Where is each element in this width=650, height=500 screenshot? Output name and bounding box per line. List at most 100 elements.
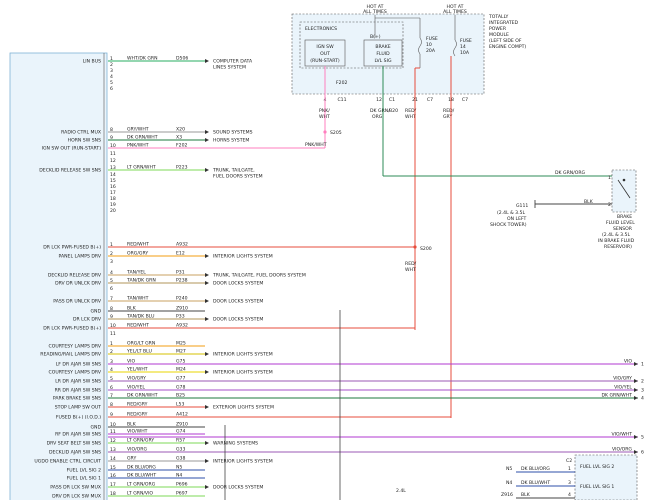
circuit-label: G38 xyxy=(176,456,185,462)
right-wire-arrow xyxy=(634,435,638,439)
tipm-title-line-5: (LEFT SIDE OF xyxy=(489,38,522,44)
dest-arrow xyxy=(205,317,209,321)
pin-label: DR LCK DRV xyxy=(73,317,102,323)
fuel-blk: BLK xyxy=(521,492,531,498)
electronics-label: ELECTRONICS xyxy=(305,26,337,32)
brake-box-line-1: BRAKE xyxy=(375,44,390,50)
fuel-p1: 1 xyxy=(568,466,571,472)
wire-redgry-line-2: GRY xyxy=(443,114,452,120)
hot-right-line-1: HOT AT xyxy=(447,4,464,10)
tipm-title-line-3: POWER xyxy=(489,26,507,32)
wire-color-label: BLK xyxy=(127,422,137,428)
pin-number: 1 xyxy=(110,56,113,62)
redwht-splice-line-1: RED/ xyxy=(405,261,417,267)
wire-color-label: LT GRN/WHT xyxy=(127,165,156,171)
ground-g111: G111 xyxy=(516,203,528,209)
pin-number: 15 xyxy=(110,465,116,471)
wire-color-label: TAN/DK GRN xyxy=(126,278,156,284)
pin-label: DRV DR UNLCK DRV xyxy=(55,281,102,287)
sensor-wire-blk: BLK xyxy=(584,199,594,205)
wire-red-line-1: RED/ xyxy=(405,108,417,114)
f202-label: F202 xyxy=(336,80,347,86)
fuse10-line-1: FUSE xyxy=(426,36,438,42)
splice-s205 xyxy=(323,130,327,134)
pin-label: LF DR AJAR SW SNS xyxy=(56,362,101,368)
sensor-line-2: FLUID LEVEL xyxy=(606,220,635,226)
tipm-title-line-1: TOTALLY xyxy=(488,14,509,20)
circuit-label: G78 xyxy=(176,385,185,391)
tipm-pin-12: 12 xyxy=(376,97,382,103)
right-wire-label: VIO/WHT xyxy=(612,432,633,438)
pin-number: 2 xyxy=(110,251,113,257)
right-wire-arrow xyxy=(634,396,638,400)
fuse14-line-2: 14 xyxy=(460,44,466,50)
brake-sensor-contact xyxy=(622,178,626,182)
pin-label: DRV SEAT BELT SW SNS xyxy=(47,441,101,447)
module-pin-row: 3 xyxy=(110,259,113,265)
brake-sensor-switch xyxy=(617,179,631,199)
tipm-conn-c1: C1 xyxy=(389,97,395,103)
dest-arrow xyxy=(205,441,209,445)
sensor-pin-2: 2 xyxy=(608,202,611,208)
pin-number: 5 xyxy=(110,376,113,382)
pin-number: 9 xyxy=(110,412,113,418)
pin-label: PARK BRAKE SW SNS xyxy=(53,396,101,402)
pin-label: PASS DR LCK SW MUX xyxy=(50,485,101,491)
fuse14-line-3: 10A xyxy=(460,50,470,56)
wire-color-label: GRY xyxy=(127,456,136,462)
pin-label: FUEL LVL SIG 1 xyxy=(67,476,101,482)
circuit-label: D506 xyxy=(176,56,188,62)
circuit-label: G74 xyxy=(176,429,185,435)
circuit-label: M27 xyxy=(176,349,186,355)
right-wire-number: 5 xyxy=(641,435,644,441)
dest-arrow xyxy=(205,59,209,63)
pin-label: DR LCK PWR-FUSED B(+) xyxy=(43,326,101,332)
pin-number: 13 xyxy=(110,447,116,453)
circuit-label: M24 xyxy=(176,367,186,373)
wire-color-label: WHT/DK GRN xyxy=(127,56,158,62)
wire-color-label: YEL/WHT xyxy=(126,367,148,373)
wire-color-label: RED/WHT xyxy=(127,242,149,248)
dest-system-label: INTERIOR LIGHTS SYSTEM xyxy=(213,459,273,465)
circuit-label: G33 xyxy=(176,447,185,453)
pin-label: READING/RAIL LAMPS DRV xyxy=(40,352,102,358)
dest-system-label: WARNING SYSTEMS xyxy=(213,441,258,447)
dest-arrow xyxy=(205,485,209,489)
dest-arrow xyxy=(205,352,209,356)
dest-arrow xyxy=(205,130,209,134)
sensor-line-4: (2.4L & 3.5L xyxy=(602,232,630,238)
circuit-label: N5 xyxy=(176,465,182,471)
circuit-label: P33 xyxy=(176,314,185,320)
wire-red-line-2: WHT xyxy=(405,114,416,120)
pin-label: DECKLID AJAR SW SNS xyxy=(49,450,101,456)
circuit-label: X3 xyxy=(176,135,182,141)
tipm-title-line-2: INTEGRATED xyxy=(489,20,519,26)
right-wire-number: 2 xyxy=(641,379,644,385)
fuel-level-box: C2 FUEL LVL SIG 2 FUEL LVL SIG 1 N5 DK B… xyxy=(396,454,638,500)
circuit-label: P223 xyxy=(176,165,188,171)
pin-number: 1 xyxy=(110,341,113,347)
fuel-note: 2.4L xyxy=(396,488,406,494)
pin-number: 11 xyxy=(110,151,116,157)
tipm-title-line-6: ENGINE COMPT) xyxy=(489,44,526,50)
fuel-w2: DK BLU/WHT xyxy=(521,480,550,486)
dest-arrow xyxy=(205,138,209,142)
sensor-line-6: RESERVOIR) xyxy=(604,244,632,250)
module-pin-row: 11 xyxy=(110,331,116,337)
module-pin-row: 20 xyxy=(110,208,116,214)
dest-system-label: TRUNK, TAILGATE, xyxy=(212,168,255,174)
module-pin-row: 11 xyxy=(110,151,116,157)
pin-number: 17 xyxy=(110,190,116,196)
